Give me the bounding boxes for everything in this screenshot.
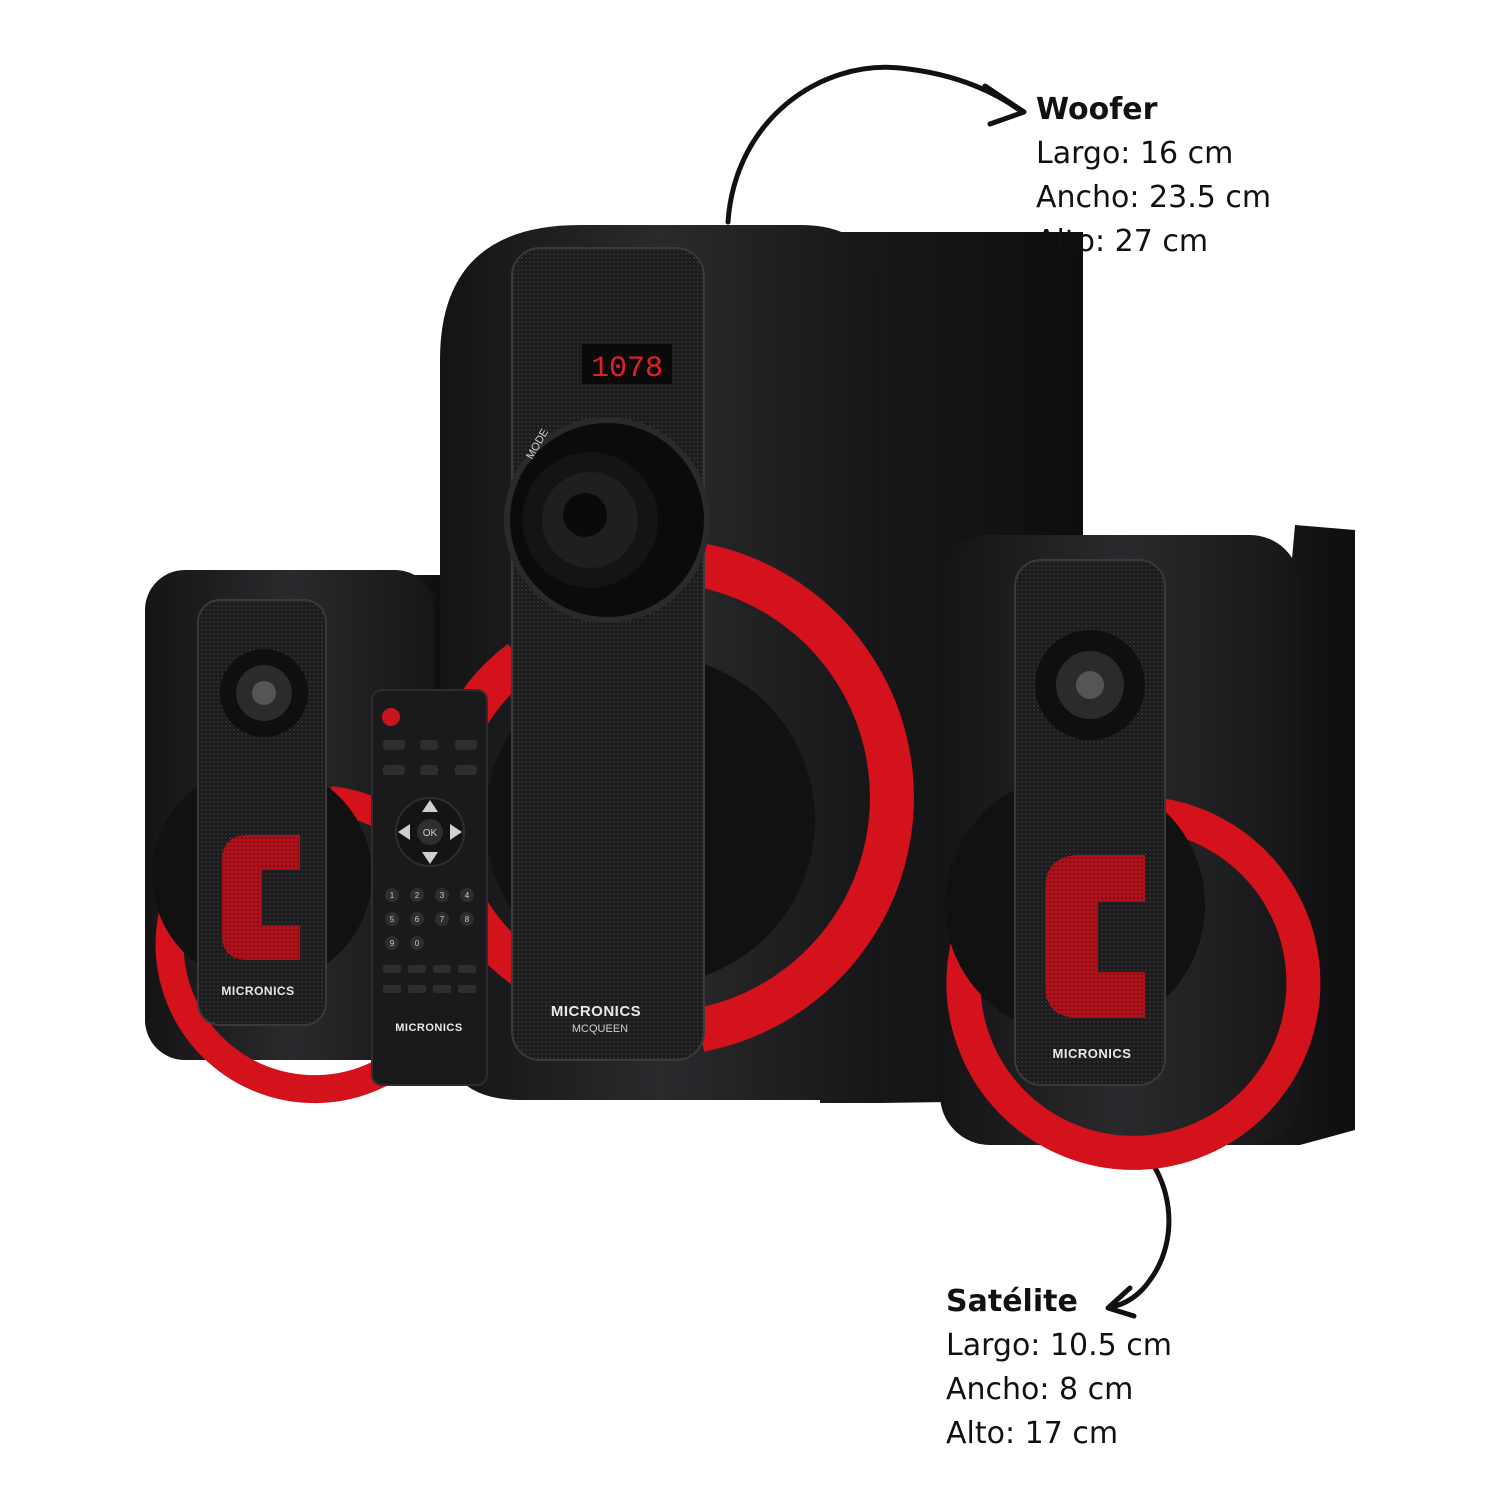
svg-text:3: 3 <box>440 891 445 900</box>
woofer-dimensions: Woofer Largo: 16 cm Ancho: 23.5 cm Alto:… <box>1036 88 1271 264</box>
woofer-largo: Largo: 16 cm <box>1036 136 1234 171</box>
right-satellite-brand: MICRONICS <box>1053 1046 1132 1061</box>
woofer-arrow-head <box>982 83 1027 127</box>
satellite-arrow-head <box>1105 1285 1137 1319</box>
woofer-display: 1078 <box>591 352 663 386</box>
remote-ok-label: OK <box>423 828 438 839</box>
woofer-alto: Alto: 27 cm <box>1036 224 1209 259</box>
svg-text:5: 5 <box>390 915 395 924</box>
right-satellite-speaker: MICRONICS <box>940 525 1355 1170</box>
svg-text:0: 0 <box>415 939 420 948</box>
satellite-title: Satélite <box>946 1284 1078 1319</box>
svg-text:6: 6 <box>415 915 420 924</box>
svg-text:7: 7 <box>440 915 445 924</box>
left-satellite-speaker: MICRONICS <box>145 570 474 1104</box>
woofer-brand: MICRONICS <box>551 1003 641 1020</box>
svg-text:8: 8 <box>465 915 470 924</box>
woofer-arrow <box>725 64 1025 225</box>
woofer-model: MCQUEEN <box>572 1023 628 1035</box>
svg-text:1: 1 <box>390 891 395 900</box>
woofer-ancho: Ancho: 23.5 cm <box>1036 180 1272 215</box>
remote-brand: MICRONICS <box>395 1022 462 1034</box>
svg-text:4: 4 <box>465 891 470 900</box>
woofer-speaker: 1078 MODE MICRONICS MCQUEEN <box>422 225 1083 1103</box>
satellite-alto: Alto: 17 cm <box>946 1416 1119 1451</box>
left-satellite-brand: MICRONICS <box>221 984 294 998</box>
woofer-title: Woofer <box>1036 92 1158 127</box>
satellite-dimensions: Satélite Largo: 10.5 cm Ancho: 8 cm Alto… <box>946 1280 1172 1456</box>
svg-text:2: 2 <box>415 891 420 900</box>
svg-text:9: 9 <box>390 939 395 948</box>
remote-control: OK 1 2 3 4 5 6 7 8 9 0 MICRONICS <box>371 689 488 1086</box>
satellite-largo: Largo: 10.5 cm <box>946 1328 1172 1363</box>
remote-number-pad: 1 2 3 4 5 6 7 8 9 0 <box>385 888 474 950</box>
satellite-ancho: Ancho: 8 cm <box>946 1372 1134 1407</box>
